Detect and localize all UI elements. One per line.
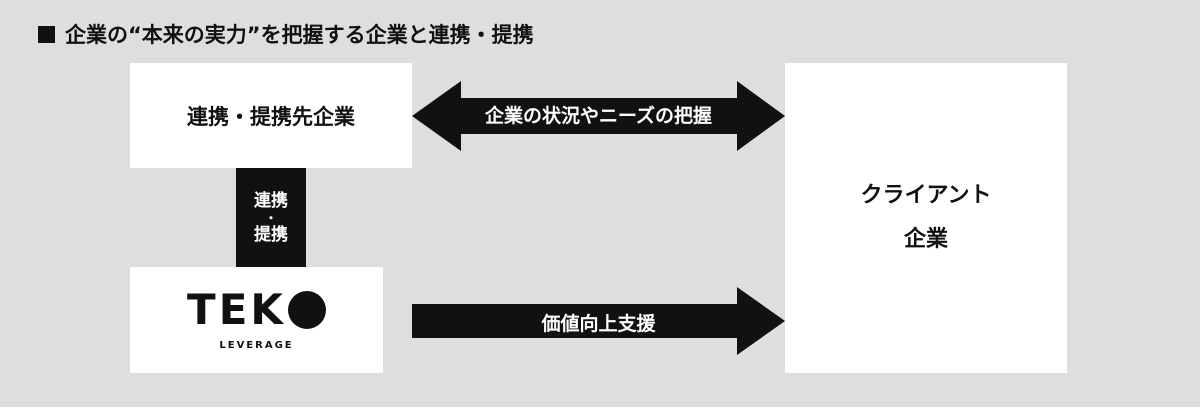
teko-logo-box: TEK LEVERAGE [130, 267, 383, 373]
double-arrow [412, 81, 785, 151]
link-connector: 連携 ・ 提携 [236, 168, 306, 267]
diagram-heading: 企業の“本来の実力”を把握する企業と連携・提携 [38, 19, 534, 49]
link-line2: 提携 [254, 224, 288, 245]
teko-logo: TEK [187, 289, 326, 331]
double-arrow-label: 企業の状況やニーズの把握 [484, 105, 713, 127]
partner-company-label: 連携・提携先企業 [187, 104, 355, 129]
heading-text: 企業の“本来の実力”を把握する企業と連携・提携 [65, 23, 534, 47]
right-arrow-label: 価値向上支援 [541, 313, 656, 335]
client-label-line1: クライアント [860, 183, 992, 208]
teko-logo-subtitle: LEVERAGE [219, 340, 294, 351]
right-arrow [412, 287, 785, 355]
teko-logo-circle-icon [287, 291, 326, 329]
client-company-box: クライアント 企業 [785, 63, 1067, 373]
partner-company-box: 連携・提携先企業 [130, 63, 412, 168]
teko-logo-text: TEK [187, 285, 286, 334]
client-label-line2: 企業 [903, 227, 948, 252]
link-line1: 連携 [254, 190, 288, 211]
heading-square-icon [38, 25, 55, 43]
link-dot: ・ [264, 210, 277, 225]
